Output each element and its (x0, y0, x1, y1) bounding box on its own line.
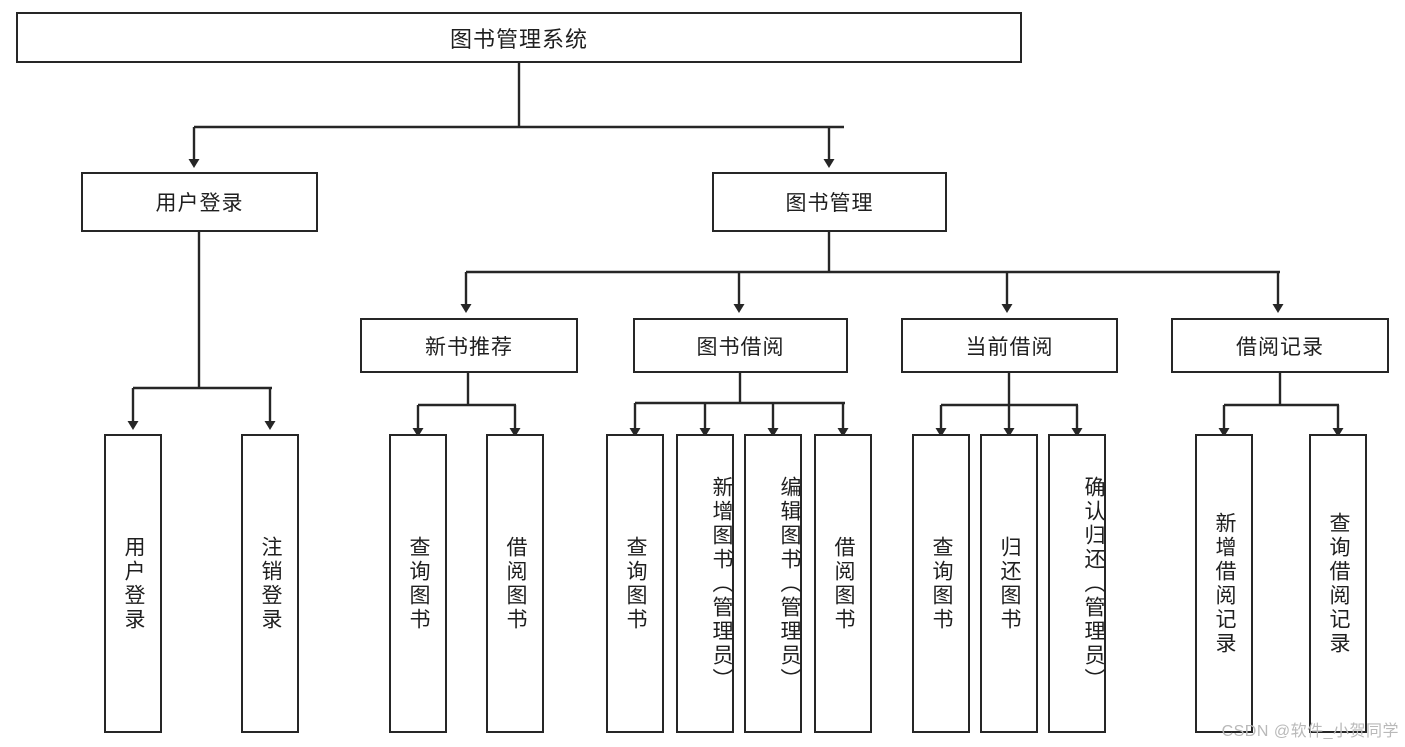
csdn-watermark: CSDN @软件_小贺同学 (1221, 723, 1399, 740)
leaf-return-book[interactable]: 归还图书 (980, 434, 1038, 733)
leaf-query-book-recommend[interactable]: 查询图书 (389, 434, 447, 733)
leaf-add-borrow-record[interactable]: 新增借阅记录 (1195, 434, 1253, 733)
node-book-management[interactable]: 图书管理 (712, 172, 947, 232)
leaf-query-book-current[interactable]: 查询图书 (912, 434, 970, 733)
leaf-user-login[interactable]: 用户登录 (104, 434, 162, 733)
leaf-query-borrow-record[interactable]: 查询借阅记录 (1309, 434, 1367, 733)
leaf-borrow-book-recommend[interactable]: 借阅图书 (486, 434, 544, 733)
leaf-confirm-return-admin[interactable]: 确认归还（管理员） (1048, 434, 1106, 733)
node-root-book-management-system[interactable]: 图书管理系统 (16, 12, 1022, 63)
leaf-add-book-admin[interactable]: 新增图书（管理员） (676, 434, 734, 733)
leaf-borrow-book-borrow[interactable]: 借阅图书 (814, 434, 872, 733)
node-borrow-record[interactable]: 借阅记录 (1171, 318, 1389, 373)
leaf-edit-book-admin[interactable]: 编辑图书（管理员） (744, 434, 802, 733)
node-new-book-recommend[interactable]: 新书推荐 (360, 318, 578, 373)
node-user-login[interactable]: 用户登录 (81, 172, 318, 232)
node-book-borrow[interactable]: 图书借阅 (633, 318, 848, 373)
leaf-query-book-borrow[interactable]: 查询图书 (606, 434, 664, 733)
leaf-user-logout[interactable]: 注销登录 (241, 434, 299, 733)
node-current-borrow[interactable]: 当前借阅 (901, 318, 1118, 373)
